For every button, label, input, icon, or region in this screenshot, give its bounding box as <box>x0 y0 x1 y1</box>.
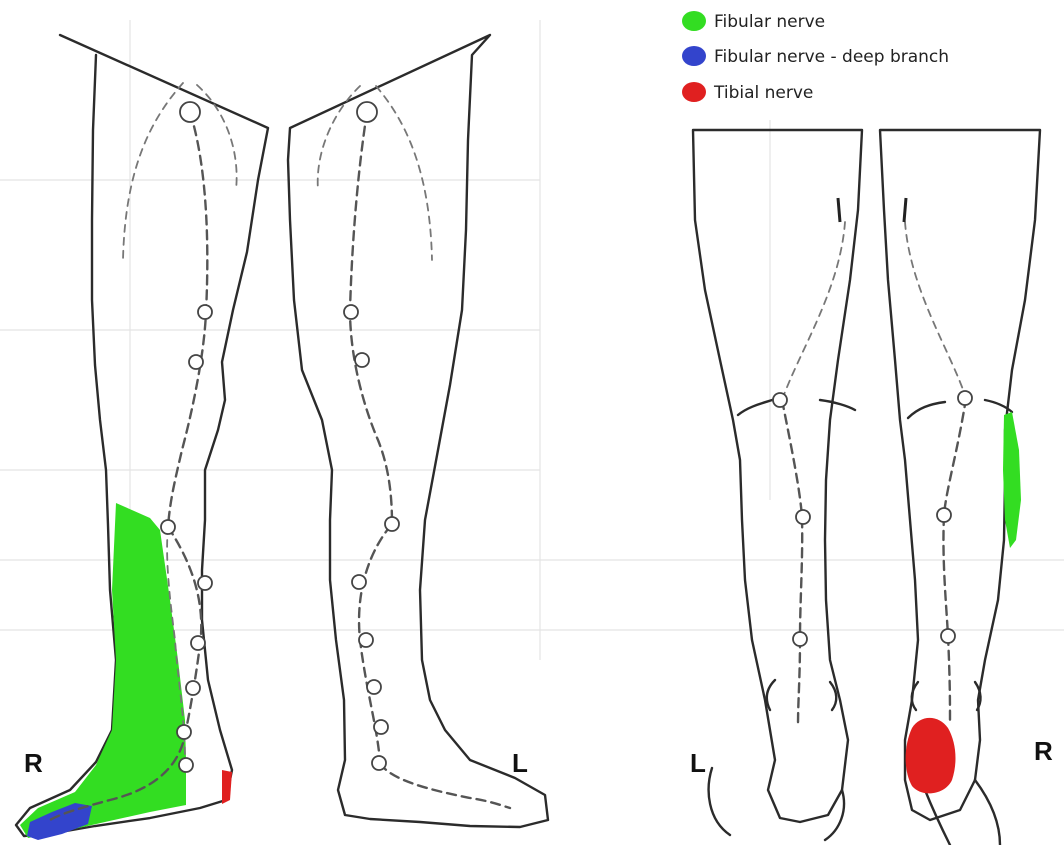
back-left-test-point-2 <box>796 510 810 524</box>
back-left-ankle-outline <box>709 768 844 840</box>
front-right-test-point-8 <box>179 758 193 772</box>
legend-item-fibular-deep: Fibular nerve - deep branch <box>682 46 949 67</box>
front-right-test-point-6 <box>186 681 200 695</box>
front-right-test-point-4 <box>198 576 212 590</box>
legend-swatch-tibial <box>682 82 706 102</box>
label-front-left: L <box>512 748 528 778</box>
legend-label-fibular-deep: Fibular nerve - deep branch <box>714 47 949 67</box>
back-left-upper-mark <box>838 198 840 222</box>
front-right-test-point-2 <box>189 355 203 369</box>
front-right-test-point-3 <box>161 520 175 534</box>
front-left-test-point-7 <box>374 720 388 734</box>
legend-item-fibular: Fibular nerve <box>682 11 825 32</box>
legend-swatch-fibular <box>682 11 706 31</box>
back-right-main-nerve <box>905 222 966 398</box>
front-left-leg <box>288 35 548 827</box>
front-left-test-point-4 <box>352 575 366 589</box>
tibial-nerve-area-back <box>906 718 956 794</box>
front-right-test-point-7 <box>177 725 191 739</box>
front-right-leg <box>16 35 268 840</box>
legend: Fibular nerve Fibular nerve - deep branc… <box>682 11 949 103</box>
back-left-leg <box>693 130 862 840</box>
back-right-test-point-2 <box>937 508 951 522</box>
back-right-test-point-3 <box>941 629 955 643</box>
front-left-test-point-1 <box>344 305 358 319</box>
fibular-nerve-area-front <box>20 503 186 838</box>
front-left-test-point-2 <box>355 353 369 367</box>
front-right-branch-nerve <box>123 83 183 260</box>
legend-label-tibial: Tibial nerve <box>713 83 813 103</box>
front-right-test-point-1 <box>198 305 212 319</box>
label-back-left: L <box>690 748 706 778</box>
front-left-leg-outline <box>288 35 548 827</box>
front-right-test-point-5 <box>191 636 205 650</box>
legend-swatch-fibular-deep <box>682 46 706 66</box>
back-right-test-point-1 <box>958 391 972 405</box>
front-left-foot-nerve <box>380 763 510 808</box>
legend-item-tibial: Tibial nerve <box>682 82 813 103</box>
back-left-lower-nerve <box>782 400 802 725</box>
tibial-nerve-area-front <box>222 770 232 804</box>
back-right-leg <box>880 130 1040 845</box>
fibular-nerve-area-back <box>1003 412 1021 548</box>
front-left-test-point-3 <box>385 517 399 531</box>
label-back-right: R <box>1034 736 1053 766</box>
legend-label-fibular: Fibular nerve <box>714 12 825 32</box>
back-left-test-point-3 <box>793 632 807 646</box>
front-left-test-point-8 <box>372 756 386 770</box>
back-left-knee-crease <box>738 398 855 415</box>
back-left-heel-bracket-left <box>767 680 775 710</box>
front-left-test-point-5 <box>359 633 373 647</box>
back-left-test-point-1 <box>773 393 787 407</box>
back-right-lower-nerve <box>943 398 966 725</box>
front-right-hip-joint <box>180 102 200 122</box>
front-left-main-nerve <box>350 112 392 763</box>
back-left-leg-outline <box>693 130 862 822</box>
front-left-test-point-6 <box>367 680 381 694</box>
front-left-branch-nerve <box>376 86 432 260</box>
front-left-hip-joint <box>357 102 377 122</box>
label-front-right: R <box>24 748 43 778</box>
back-right-upper-mark <box>904 198 906 222</box>
front-left-branch-nerve-2 <box>318 86 360 190</box>
